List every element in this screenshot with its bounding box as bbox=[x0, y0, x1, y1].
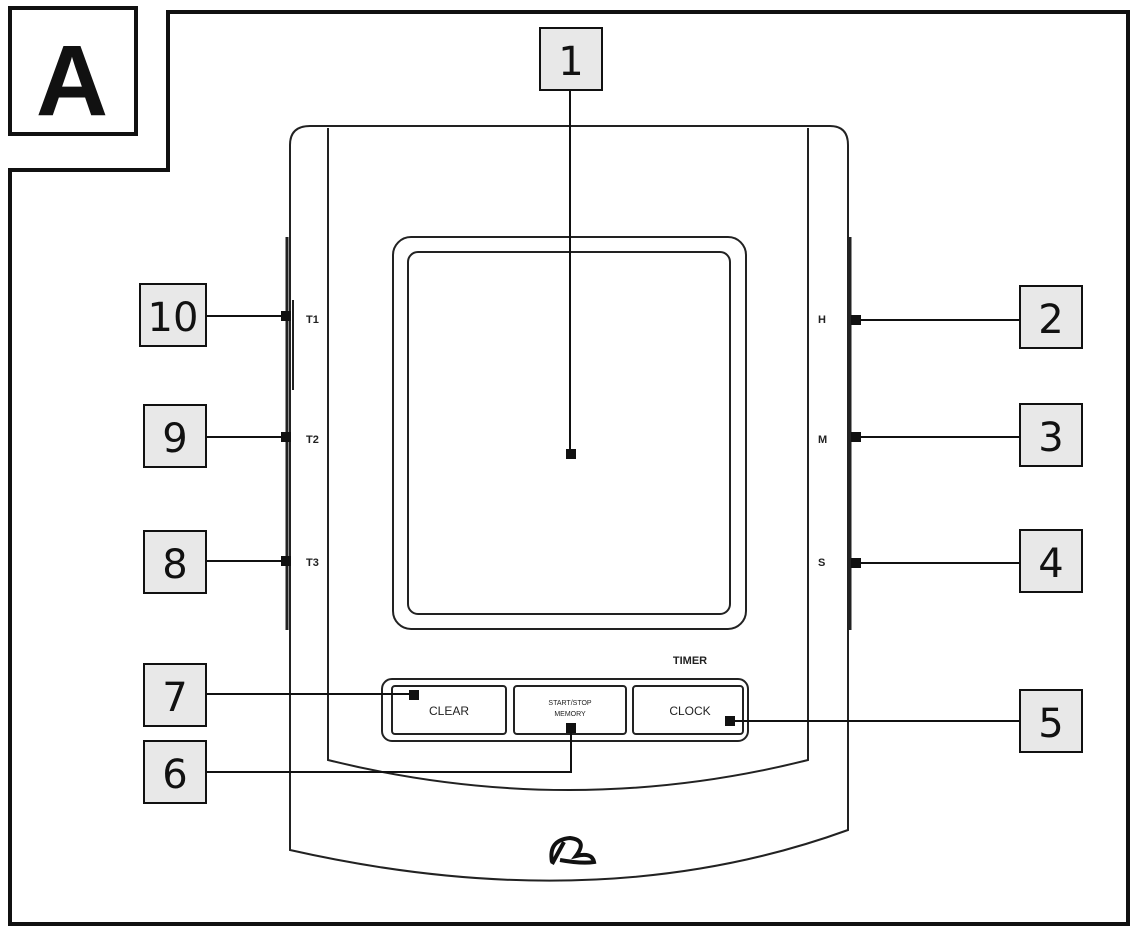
timer-label: TIMER bbox=[673, 655, 707, 667]
svg-text:8: 8 bbox=[162, 542, 187, 588]
t1-label: T1 bbox=[306, 314, 319, 326]
t3-label: T3 bbox=[306, 557, 319, 569]
svg-text:2: 2 bbox=[1038, 297, 1063, 343]
svg-text:1: 1 bbox=[558, 39, 583, 85]
svg-text:10: 10 bbox=[148, 295, 199, 341]
svg-text:4: 4 bbox=[1038, 541, 1063, 587]
h-label: H bbox=[818, 314, 826, 326]
callout-8: 8 bbox=[143, 530, 207, 594]
callout-3: 3 bbox=[1019, 403, 1083, 467]
t2-label: T2 bbox=[306, 434, 319, 446]
figure-letter-box bbox=[8, 6, 138, 136]
start-stop-label-line1: START/STOP bbox=[548, 700, 592, 707]
callout-4: 4 bbox=[1019, 529, 1083, 593]
s-label: S bbox=[818, 557, 825, 569]
callout-10: 10 bbox=[139, 283, 207, 347]
svg-text:9: 9 bbox=[162, 416, 187, 462]
clock-button[interactable] bbox=[632, 685, 744, 735]
button-bar bbox=[381, 678, 749, 742]
clear-button[interactable] bbox=[391, 685, 507, 735]
clock-button-label: CLOCK bbox=[669, 704, 710, 718]
start-stop-label-line2: MEMORY bbox=[554, 711, 586, 718]
brand-logo-icon bbox=[549, 835, 597, 865]
diagram-frame bbox=[8, 10, 1130, 926]
figure-letter: A bbox=[36, 25, 108, 137]
clear-button-label: CLEAR bbox=[429, 704, 469, 718]
callout-2: 2 bbox=[1019, 285, 1083, 349]
leader-lines bbox=[206, 90, 1020, 773]
callout-7: 7 bbox=[143, 663, 207, 727]
m-label: M bbox=[818, 434, 827, 446]
svg-text:3: 3 bbox=[1038, 415, 1063, 461]
callout-1: 1 bbox=[539, 27, 603, 91]
svg-text:5: 5 bbox=[1038, 701, 1063, 747]
svg-text:6: 6 bbox=[162, 752, 187, 798]
callout-9: 9 bbox=[143, 404, 207, 468]
callout-5: 5 bbox=[1019, 689, 1083, 753]
svg-text:7: 7 bbox=[162, 675, 187, 721]
callout-6: 6 bbox=[143, 740, 207, 804]
